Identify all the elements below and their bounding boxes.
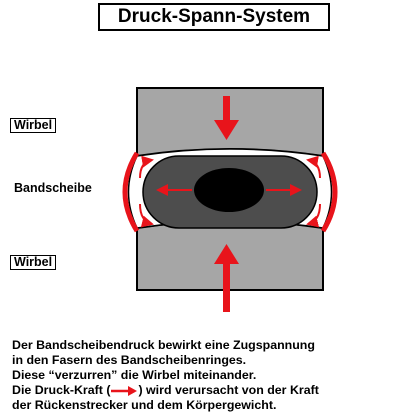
caption-line: in den Fasern des Bandscheibenringes. [12,353,247,367]
label-lower-vertebra: Wirbel [10,255,57,270]
tension-arrow [139,203,154,228]
caption: Der Bandscheibendruck bewirkt eine Zugsp… [12,338,404,413]
force-arrow-down [214,96,239,140]
tension-arrow [306,203,321,228]
caption-text: ) wird verursacht von der Kraft [138,383,319,397]
caption-text: Die Druck-Kraft ( [12,383,111,397]
tension-arrow [139,155,154,179]
tension-outline-left [122,151,140,233]
force-arrow-up [214,244,239,312]
diagram-title: Druck-Spann-System [98,3,330,31]
caption-line: Der Bandscheibendruck bewirkt eine Zugsp… [12,338,315,352]
caption-line: Die Druck-Kraft ( ) wird verursacht von d… [12,383,404,398]
tension-outline-right [320,151,338,233]
label-disc: Bandscheibe [10,182,95,197]
label-upper-vertebra: Wirbel [10,118,57,133]
force-arrow-icon [111,385,138,396]
caption-line: der Rückenstrecker und dem Körpergewicht… [12,398,277,412]
caption-line: Diese “verzurren” die Wirbel miteinander… [12,368,257,382]
nucleus [194,168,264,212]
tension-arrow [306,155,321,179]
